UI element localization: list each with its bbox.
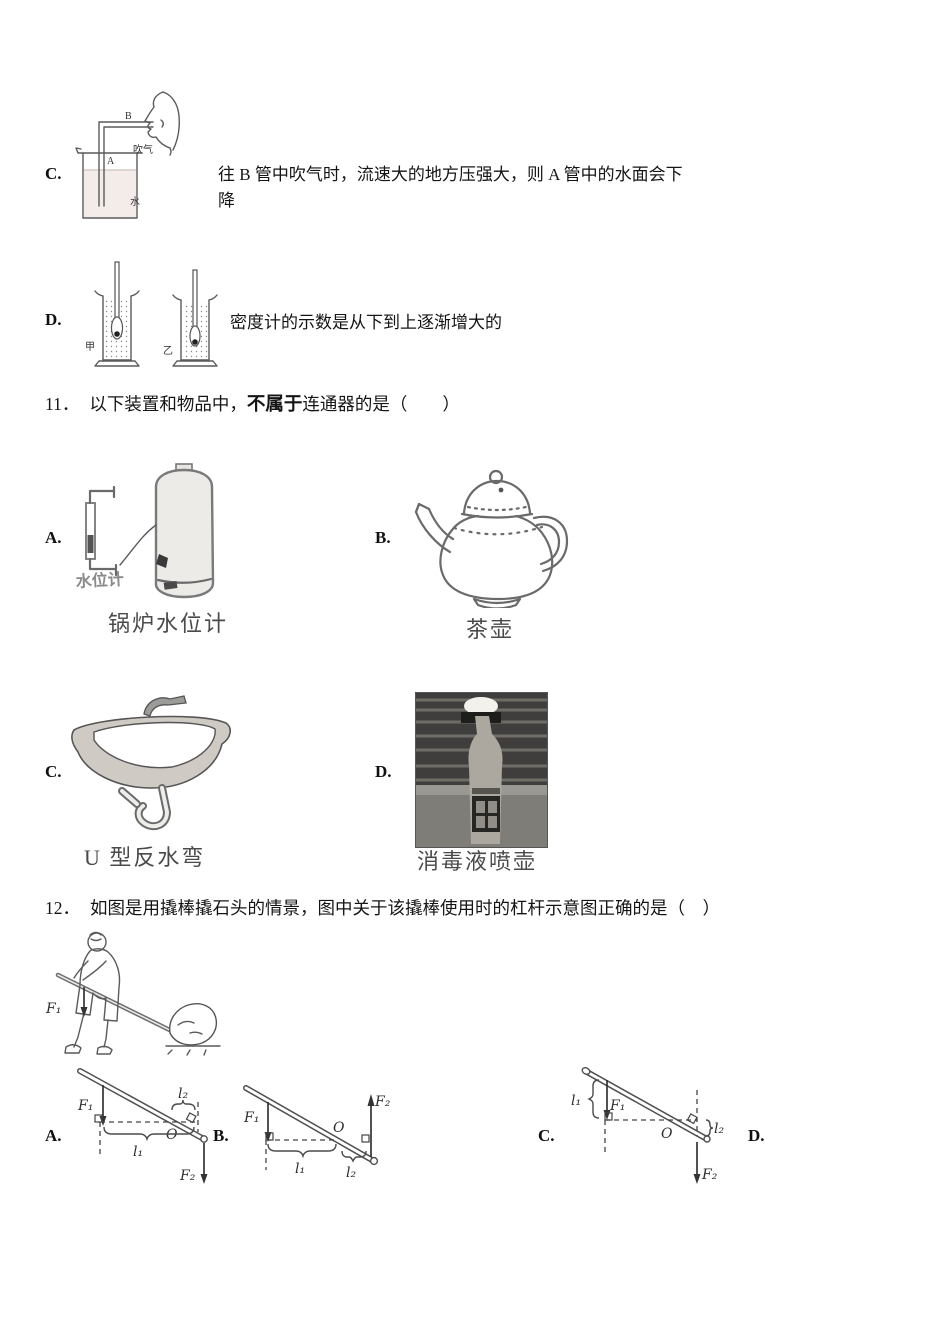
lever-b-l1: l₁ <box>295 1161 305 1177</box>
lever-c-f2: F₂ <box>701 1167 718 1183</box>
beaker-rim <box>75 147 143 154</box>
tube-outline <box>98 121 154 207</box>
q11-option-b-caption: 茶壶 <box>466 617 515 642</box>
lever-b-l2: l₂ <box>346 1165 356 1181</box>
water-fill <box>84 170 136 217</box>
question-11-text-emph: 不属于 <box>246 395 303 415</box>
question-12: 12． 如图是用撬棒撬石头的情景，图中关于该撬棒使用时的杠杆示意图正确的是（ ） <box>45 896 720 921</box>
cylinder-yi: 乙 <box>163 269 218 367</box>
tube-a-label: A <box>107 156 115 167</box>
scene-f1-label: F₁ <box>45 1001 61 1017</box>
boiler-bottom-seam <box>156 577 213 584</box>
lever-a-f1: F₁ <box>77 1098 93 1114</box>
option-d-text: 密度计的示数是从下到上逐渐增大的 <box>230 313 502 332</box>
question-11: 11． 以下装置和物品中，不属于连通器的是（ ） <box>45 392 460 419</box>
lever-c-l2: l₂ <box>714 1121 724 1137</box>
q12-option-b-label: B. <box>213 1126 229 1145</box>
yi-label: 乙 <box>163 345 173 357</box>
jia-label: 甲 <box>85 342 95 353</box>
sink-figure <box>71 695 231 831</box>
photo-frame <box>415 692 548 848</box>
question-12-text: 如图是用撬棒撬石头的情景，图中关于该撬棒使用时的杠杆示意图正确的是（ ） <box>90 898 720 918</box>
question-11-text-post: 连通器的是（ ） <box>302 394 460 414</box>
boiler-mark <box>163 581 178 590</box>
lever-b-o: O <box>333 1120 345 1136</box>
blowing-face-sketch <box>144 91 180 156</box>
stone <box>169 1003 218 1046</box>
option-c-text: 往 B 管中吹气时，流速大的地方压强大，则 A 管中的水面会下降 <box>218 165 683 210</box>
teapot-figure <box>414 469 569 608</box>
boiler-body <box>154 468 215 599</box>
basin-bowl <box>93 721 216 769</box>
tube-b-label: B <box>125 111 132 122</box>
gauge-liquid <box>87 535 94 553</box>
faucet <box>143 695 187 717</box>
blow-label: 吹气 <box>133 143 153 156</box>
lever-a-l1: l₁ <box>133 1144 143 1160</box>
spray-nozzle <box>464 697 498 715</box>
q11-option-b-label: B. <box>375 528 391 547</box>
question-11-number: 11． <box>45 394 80 414</box>
person-sketch <box>64 931 121 1055</box>
boiler-gauge-figure: 水位计 <box>75 463 215 599</box>
spray-bottle-photo <box>415 692 548 848</box>
q11-option-a-caption: 锅炉水位计 <box>108 611 229 636</box>
boiler-valve <box>156 554 168 568</box>
density-meters-figure: 甲 乙 <box>85 261 218 367</box>
option-d-label: D. <box>45 310 62 329</box>
lever-a-l2: l₂ <box>178 1086 188 1102</box>
q12-option-c-label: C. <box>538 1126 555 1145</box>
u-trap-pipe <box>118 784 172 831</box>
lever-b-f1: F₁ <box>243 1110 259 1126</box>
q12-option-d-label: D. <box>748 1126 765 1145</box>
teapot-sketch <box>414 469 569 608</box>
lever-c-f1: F₁ <box>609 1098 625 1114</box>
q11-option-c-caption: U 型反水弯 <box>84 845 206 870</box>
q12-option-a-label: A. <box>45 1126 62 1145</box>
beaker-outline <box>82 152 138 219</box>
gauge-handwritten-label: 水位计 <box>75 570 124 591</box>
lever-diagram-b: F₁ O l₁ l₂ F₂ <box>243 1085 391 1181</box>
option-c-label: C. <box>45 164 62 183</box>
cylinder-jia: 甲 <box>85 261 140 367</box>
lever-a-f2: F₂ <box>179 1168 196 1184</box>
gauge-pointer-line <box>119 524 157 566</box>
lever-c-l1: l₁ <box>571 1093 581 1109</box>
lever-a-o: O <box>166 1127 178 1143</box>
gauge-top-pipe <box>88 485 116 505</box>
q11-option-d-caption: 消毒液喷壶 <box>417 849 538 874</box>
q11-option-d-label: D. <box>375 762 392 781</box>
lever-diagram-c: l₁ F₁ O l₂ F₂ <box>571 1067 724 1184</box>
q11-option-a-label: A. <box>45 528 62 547</box>
water-label: 水 <box>130 196 140 208</box>
lever-diagram-a: F₁ l₂ O l₁ F₂ <box>77 1068 208 1184</box>
gauge-bottom-pipe <box>88 557 118 577</box>
q11-option-c-label: C. <box>45 762 62 781</box>
question-11-text-pre: 以下装置和物品中， <box>89 394 247 414</box>
lever-c-o: O <box>661 1126 673 1142</box>
beaker-blow-figure: B A 吹气 水 <box>75 91 180 219</box>
question-12-number: 12． <box>45 898 80 918</box>
crowbar-scene-figure: F₁ <box>45 931 221 1056</box>
lever-b-f2: F₂ <box>374 1094 391 1110</box>
